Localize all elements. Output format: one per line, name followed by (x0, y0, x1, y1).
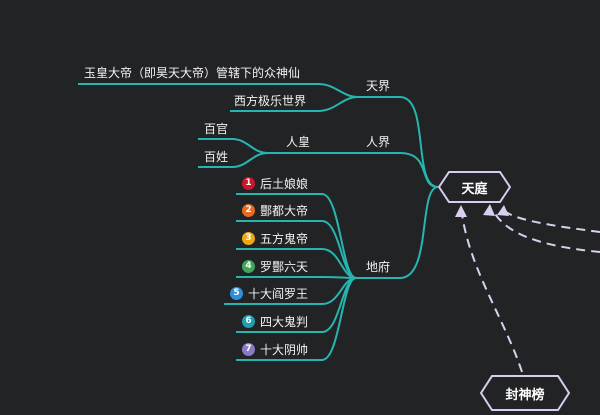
number-badge-1: 1 (242, 177, 255, 190)
arrowhead-icon (483, 204, 495, 216)
number-badge-5: 5 (230, 287, 243, 300)
connector-difu-7 (236, 277, 357, 361)
leaf-difu-3[interactable]: 五方鬼帝 (260, 232, 309, 246)
leaf-difu-1[interactable]: 后土娘娘 (260, 177, 309, 191)
leaf-difu-6[interactable]: 四大鬼判 (260, 315, 309, 329)
branch-label-renjie[interactable]: 人界 (366, 135, 391, 149)
connector-root-renjie (268, 152, 439, 188)
branch-label-tianjie[interactable]: 天界 (366, 79, 391, 93)
leaf-tianjie-western-paradise[interactable]: 西方极乐世界 (234, 94, 307, 108)
leaf-difu-2[interactable]: 酆都大帝 (260, 204, 309, 218)
node-fengshenbang-label: 封神榜 (505, 388, 545, 403)
leaf-renjie-officials[interactable]: 百官 (204, 122, 229, 136)
branch-connectors (78, 83, 439, 361)
branch-label-difu[interactable]: 地府 (366, 260, 391, 274)
connector-difu-4 (236, 276, 357, 279)
number-badge-3: 3 (242, 232, 255, 245)
dashed-arrow-offscreen-2 (505, 211, 600, 233)
connector-difu-2 (236, 220, 357, 279)
number-badge-4: 4 (242, 260, 255, 273)
leaf-difu-7[interactable]: 十大阴帅 (260, 343, 309, 357)
connector-root-tianjie (358, 96, 439, 188)
number-badge-2: 2 (242, 204, 255, 217)
connector-tianjie-gods (78, 83, 359, 98)
dashed-arrow-fengshenbang-to-root (461, 213, 523, 373)
root-node-tianting[interactable]: 天庭 (437, 171, 512, 203)
node-renhuang[interactable]: 人皇 (286, 135, 311, 149)
relation-arrows (461, 211, 600, 373)
connector-renhuang-commoners (198, 152, 269, 168)
leaf-difu-5[interactable]: 十大阎罗王 (248, 287, 309, 301)
number-badge-6: 6 (242, 315, 255, 328)
leaf-difu-4[interactable]: 罗酆六天 (260, 260, 309, 274)
arrowhead-icon (455, 205, 467, 217)
dashed-arrow-offscreen-1 (493, 211, 600, 253)
mindmap-canvas (78, 83, 600, 373)
arrowhead-icon (497, 205, 509, 216)
hexagon-shape (437, 171, 512, 203)
leaf-renjie-commoners[interactable]: 百姓 (204, 150, 229, 164)
node-fengshenbang[interactable]: 封神榜 (479, 375, 571, 411)
root-node-label: 天庭 (461, 181, 488, 197)
connector-tianjie-paradise (230, 96, 359, 112)
leaf-tianjie-gods[interactable]: 玉皇大帝（即昊天大帝）管辖下的众神仙 (84, 66, 301, 80)
connector-root-difu (356, 186, 439, 279)
number-badge-7: 7 (242, 343, 255, 356)
